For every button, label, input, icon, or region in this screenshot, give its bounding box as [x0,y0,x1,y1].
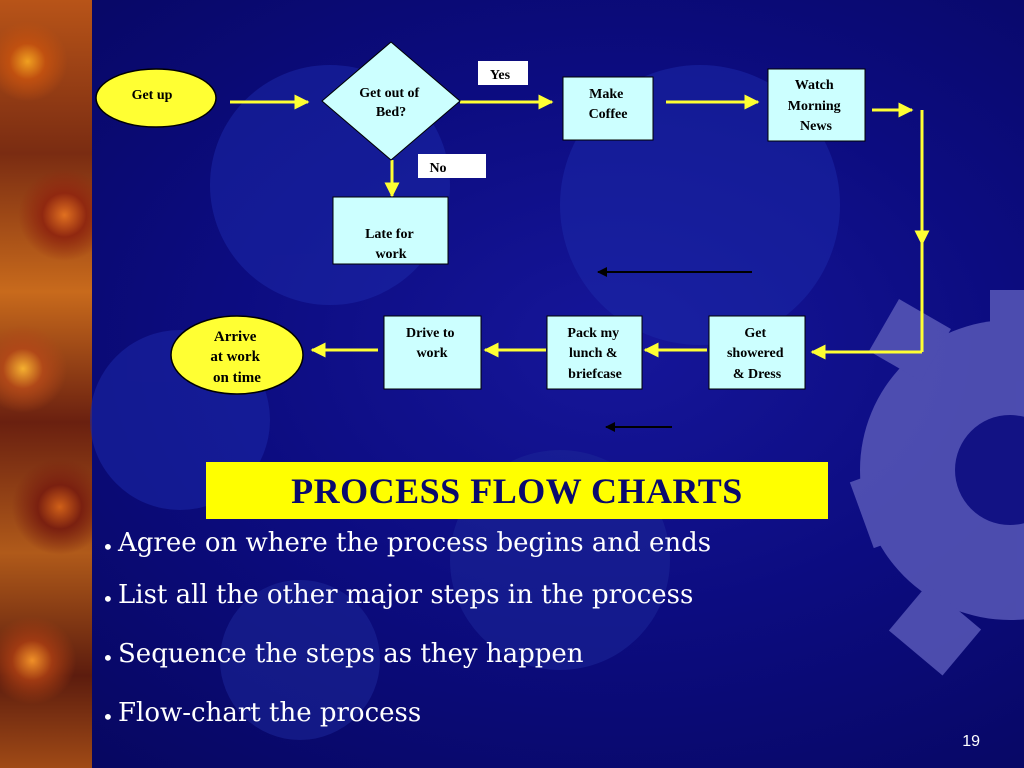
bullet-item: • Flow-chart the process [100,698,711,729]
node-pack-lunch-label: Pack my lunch & briefcase [567,326,622,382]
bullet-symbol: • [102,587,114,611]
slide-title: PROCESS FLOW CHARTS [291,470,743,511]
title-banner: PROCESS FLOW CHARTS [206,462,828,519]
node-late-for-work-label: Late for work [365,227,417,262]
bullet-item: • List all the other major steps in the … [100,580,711,611]
bullet-text: Agree on where the process begins and en… [118,528,712,558]
node-get-out-of-bed: Get out of Bed? [321,41,461,161]
decorative-gear-strip [0,0,92,768]
node-get-out-of-bed-label: Get out of Bed? [359,86,422,120]
node-make-coffee: Make Coffee [562,76,654,141]
node-drive-to-work-label: Drive to work [406,326,458,361]
node-pack-lunch: Pack my lunch & briefcase [546,315,643,390]
node-get-up-label: Get up [132,88,173,103]
bullet-item: • Agree on where the process begins and … [100,528,712,559]
edge-label-no: No [418,154,486,178]
process-flowchart: Get up Get out of Bed? Yes No Make C [95,41,930,432]
node-get-up: Get up [95,68,217,128]
bullet-symbol: • [102,705,114,729]
node-watch-news: Watch Morning News [767,68,866,142]
node-watch-news-label: Watch Morning News [788,78,844,134]
bullet-text: Flow-chart the process [118,698,422,728]
bullet-symbol: • [102,535,114,559]
node-get-showered-label: Get showered & Dress [727,326,787,382]
node-late-for-work: Late for work [332,196,449,265]
node-arrive-at-work-label: Arrive at work on time [210,329,263,386]
large-gear-icon [849,290,1024,676]
bullet-symbol: • [102,646,114,670]
node-get-showered: Get showered & Dress [708,315,806,390]
bullet-list: • Agree on where the process begins and … [100,528,712,729]
bullet-text: Sequence the steps as they happen [118,639,584,669]
edge-label-yes-text: Yes [490,68,511,83]
bullet-text: List all the other major steps in the pr… [118,580,694,610]
node-drive-to-work: Drive to work [383,315,482,390]
node-arrive-at-work: Arrive at work on time [170,315,304,395]
edge-label-no-text: No [429,161,446,176]
bullet-item: • Sequence the steps as they happen [100,639,711,670]
node-make-coffee-label: Make Coffee [589,87,628,122]
edge-label-yes: Yes [478,61,528,85]
page-number: 19 [962,733,980,750]
